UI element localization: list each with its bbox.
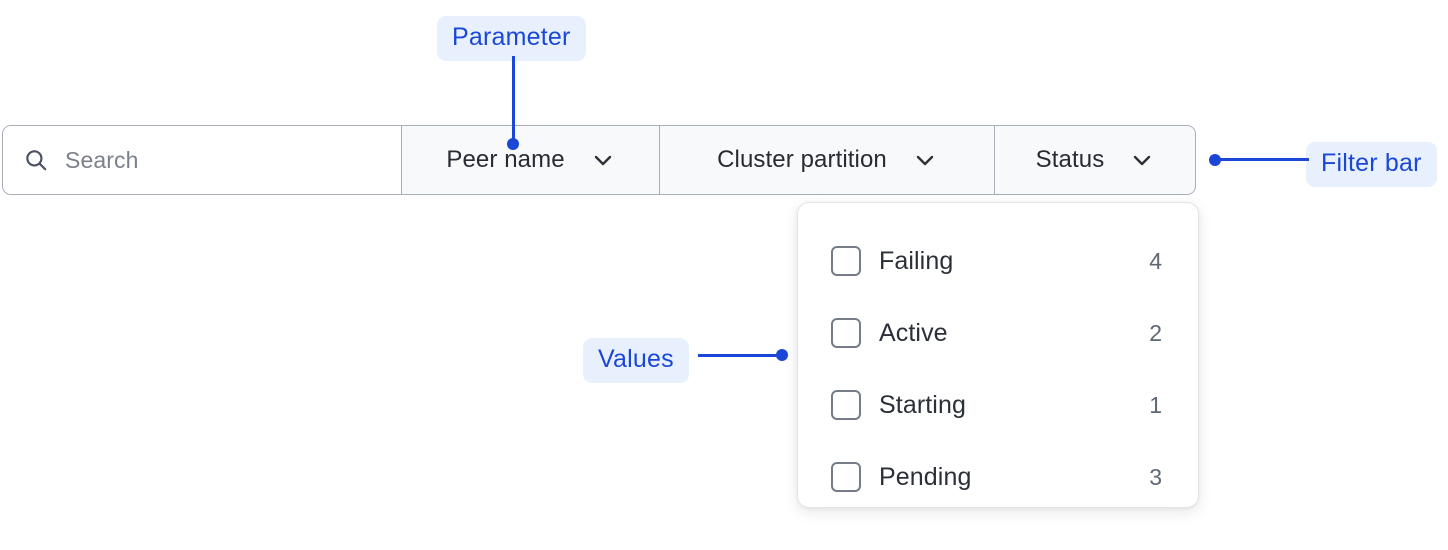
filter-select-cluster-partition-label: Cluster partition — [717, 146, 887, 173]
annotation-leader-dot-parameter — [507, 138, 519, 150]
filter-bar: Search Peer name Cluster partition Statu… — [2, 125, 1196, 195]
annotation-leader-line-filter-bar — [1219, 158, 1309, 161]
annotation-leader-line-values — [698, 354, 783, 357]
dropdown-option-count: 4 — [1149, 247, 1162, 274]
dropdown-option-count: 2 — [1149, 319, 1162, 346]
filter-select-status-label: Status — [1035, 146, 1105, 173]
checkbox[interactable] — [831, 390, 861, 420]
annotation-label-filter-bar: Filter bar — [1306, 142, 1437, 187]
annotation-leader-dot-values — [776, 349, 788, 361]
dropdown-option-label: Active — [879, 318, 948, 347]
dropdown-option-label: Pending — [879, 462, 972, 491]
status-dropdown-panel: Failing 4 Active 2 Starting 1 Pending 3 — [797, 202, 1199, 508]
annotation-label-values: Values — [583, 338, 689, 383]
annotation-leader-line-parameter — [512, 56, 515, 144]
filter-select-status[interactable]: Status — [995, 126, 1195, 194]
dropdown-option-row[interactable]: Pending 3 — [798, 441, 1198, 513]
filter-select-cluster-partition[interactable]: Cluster partition — [660, 126, 995, 194]
search-icon — [26, 150, 47, 171]
search-placeholder: Search — [65, 146, 139, 173]
chevron-down-icon — [594, 155, 611, 166]
chevron-down-icon — [916, 155, 934, 166]
dropdown-option-row[interactable]: Active 2 — [798, 297, 1198, 369]
annotation-leader-dot-filter-bar — [1209, 154, 1221, 166]
checkbox[interactable] — [831, 318, 861, 348]
dropdown-option-label: Starting — [879, 390, 966, 419]
search-input[interactable]: Search — [3, 126, 402, 194]
filter-select-peer-name-label: Peer name — [446, 146, 565, 173]
dropdown-option-count: 1 — [1149, 391, 1162, 418]
chevron-down-icon — [1134, 155, 1151, 166]
checkbox[interactable] — [831, 246, 861, 276]
annotation-label-parameter: Parameter — [437, 16, 586, 61]
dropdown-option-count: 3 — [1149, 463, 1162, 490]
dropdown-option-label: Failing — [879, 246, 954, 275]
checkbox[interactable] — [831, 462, 861, 492]
dropdown-option-row[interactable]: Starting 1 — [798, 369, 1198, 441]
dropdown-option-row[interactable]: Failing 4 — [798, 225, 1198, 297]
filter-select-peer-name[interactable]: Peer name — [402, 126, 660, 194]
